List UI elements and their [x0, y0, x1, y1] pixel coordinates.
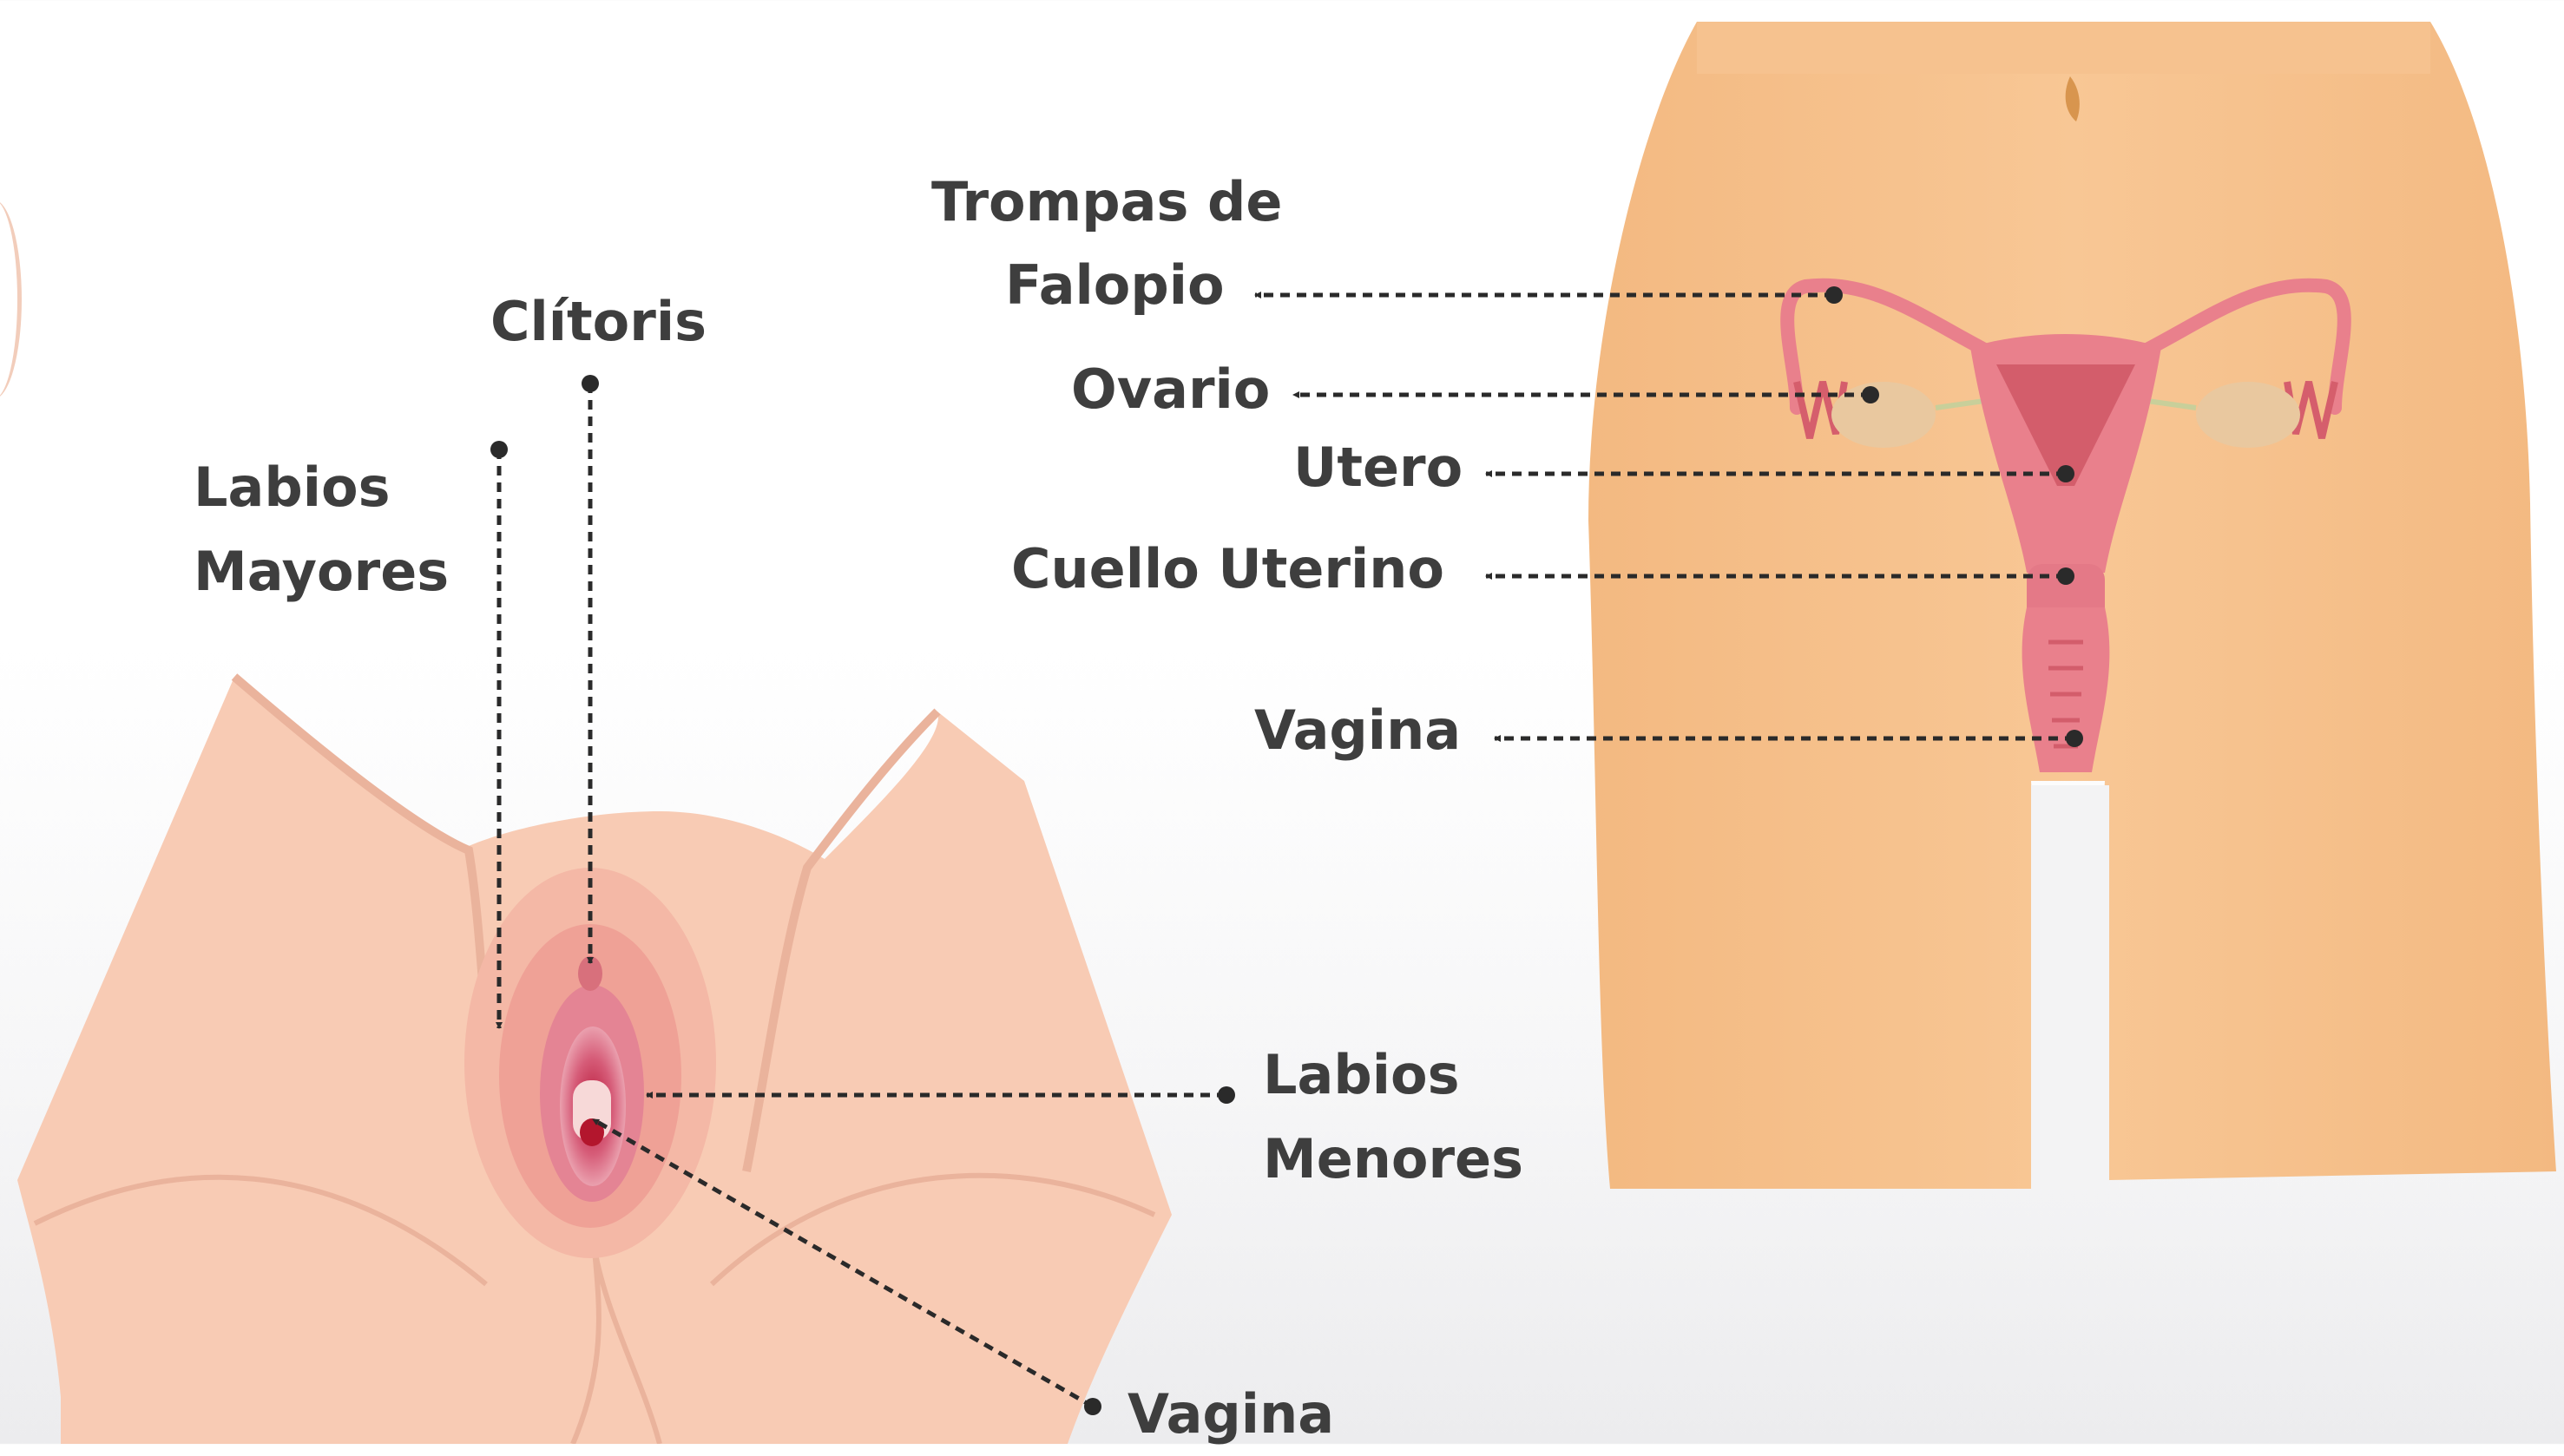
- dot-vagina-internal: [2066, 730, 2083, 747]
- label-ovario: Ovario: [1071, 347, 1270, 431]
- label-vagina-internal: Vagina: [1254, 688, 1461, 772]
- label-vagina-external: Vagina: [1128, 1372, 1334, 1456]
- external-view-illustration: [17, 677, 1172, 1444]
- label-labios-mayores-line2: Mayores: [194, 529, 449, 613]
- dot-trompas: [1825, 286, 1843, 304]
- dot-vagina-external: [1084, 1398, 1101, 1415]
- dot-cuello: [2057, 567, 2074, 585]
- label-trompas-line2: Falopio: [1005, 243, 1225, 327]
- dot-labios-menores: [1218, 1086, 1235, 1104]
- dot-ovario: [1862, 386, 1879, 403]
- label-clitoris: Clítoris: [490, 279, 707, 364]
- label-labios-menores-line1: Labios: [1263, 1033, 1459, 1117]
- label-trompas-line1: Trompas de: [931, 160, 1282, 244]
- internal-view-illustration: [1588, 22, 2556, 1189]
- label-labios-mayores-line1: Labios: [194, 445, 390, 529]
- dot-labios-mayores: [490, 441, 508, 458]
- torso-top-corners: [1697, 22, 2430, 74]
- dot-clitoris: [582, 375, 599, 392]
- thigh-gap: [2031, 785, 2109, 1189]
- ovary-left: [1831, 382, 1936, 448]
- ovary-right: [2196, 382, 2300, 448]
- dot-utero: [2057, 465, 2074, 482]
- label-labios-menores-line2: Menores: [1263, 1117, 1523, 1201]
- label-utero: Utero: [1293, 425, 1463, 509]
- label-cuello-uterino: Cuello Uterino: [1011, 527, 1444, 611]
